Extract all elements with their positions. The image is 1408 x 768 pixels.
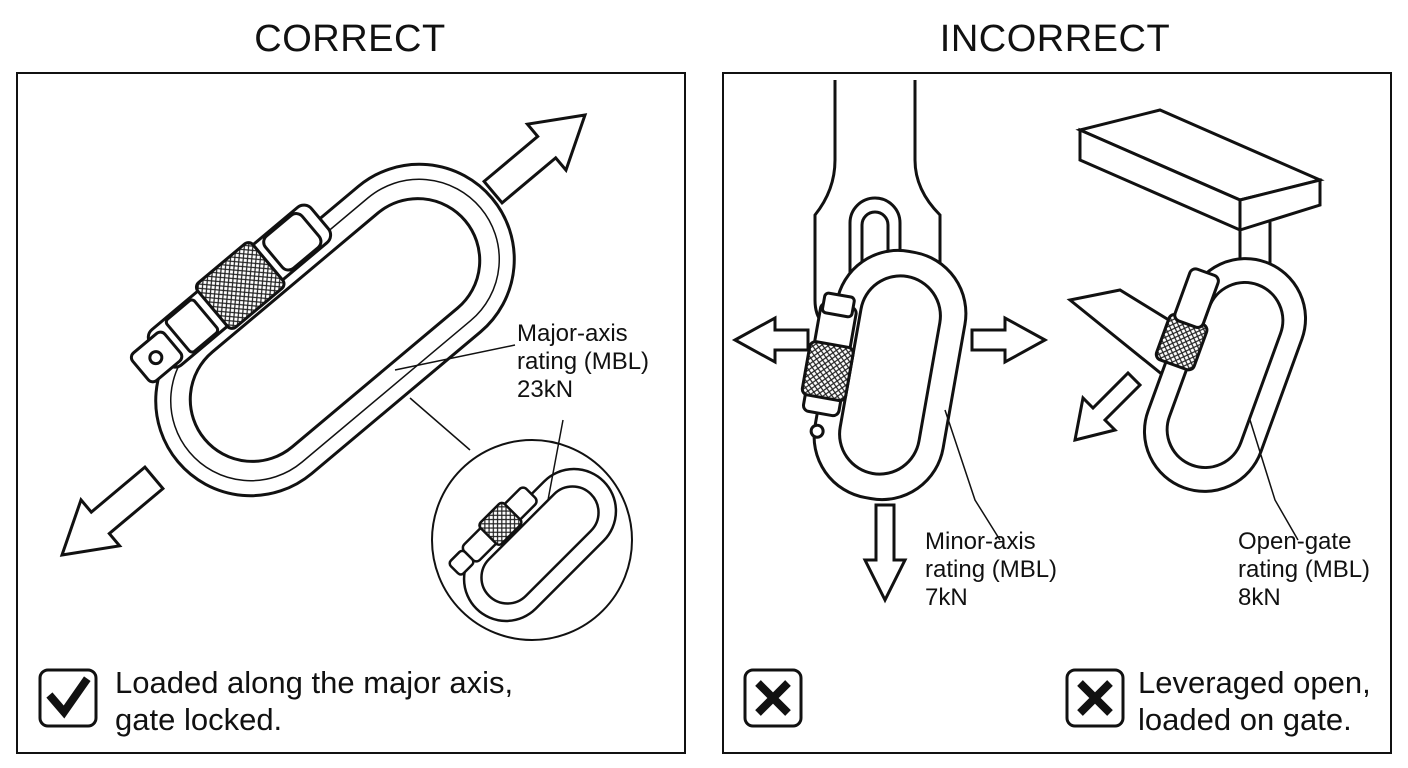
major-axis-leader [394, 344, 516, 371]
correct-caption: Loaded along the major axis, gate locked… [115, 665, 514, 737]
major-axis-carabiner [129, 162, 516, 498]
open-gate-carabiner [1142, 257, 1308, 493]
arrow-up-right [481, 113, 588, 205]
major-axis-label: Major-axis rating (MBL) 23kN [517, 320, 650, 403]
minor-axis-leader [944, 409, 1001, 541]
arrow-left [731, 315, 810, 365]
arrow-right [970, 315, 1049, 365]
check-icon [38, 668, 98, 728]
magnified-carabiner [448, 467, 618, 623]
correct-heading: CORRECT [254, 18, 446, 60]
incorrect-caption: Leveraged open, loaded on gate. [1138, 665, 1371, 737]
arrow-down [862, 503, 908, 604]
minor-axis-carabiner [800, 248, 968, 502]
magnifier-connector [409, 397, 471, 451]
arrow-down-left [59, 465, 166, 557]
arrow-down-left-2 [1073, 370, 1143, 443]
open-gate-leader [1249, 419, 1299, 541]
minor-axis-label: Minor-axis rating (MBL) 7kN [925, 528, 1058, 611]
x-icon-open-gate [1065, 668, 1125, 728]
incorrect-heading: INCORRECT [939, 18, 1171, 60]
open-gate-label: Open-gate rating (MBL) 8kN [1238, 528, 1371, 611]
x-icon-minor [743, 668, 803, 728]
